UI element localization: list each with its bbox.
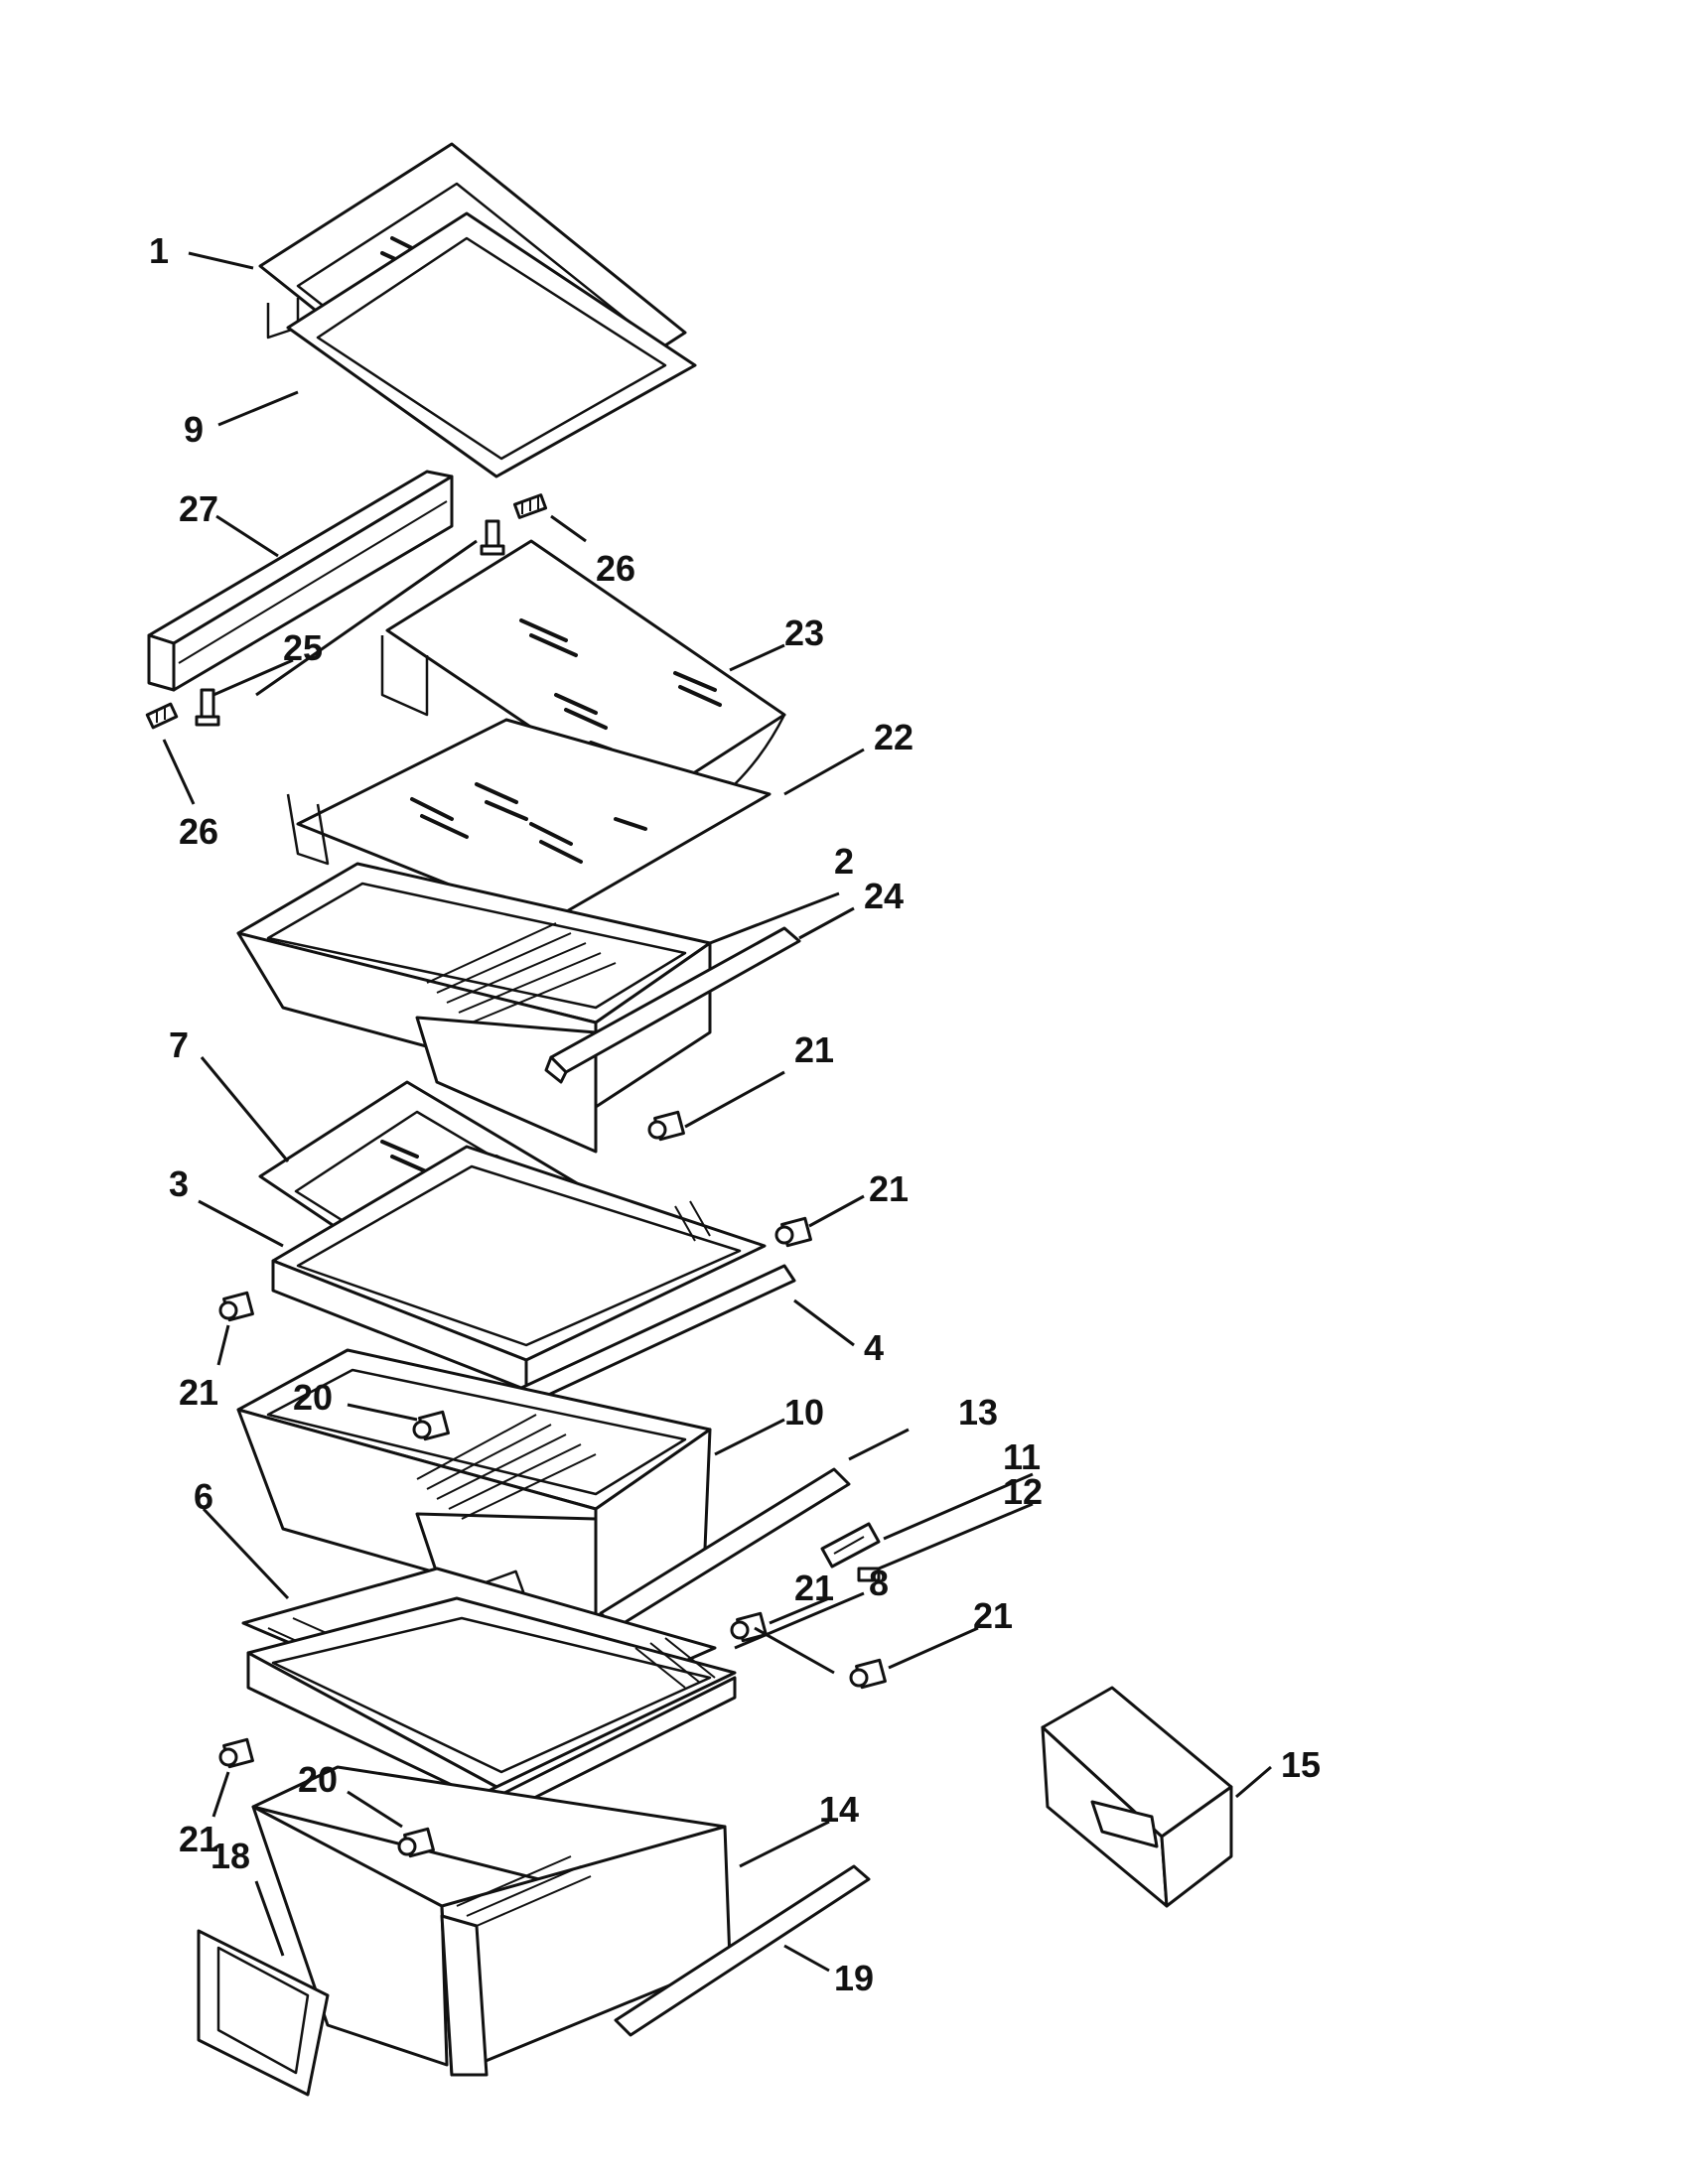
callout-26-upper: 26: [596, 548, 635, 589]
screw-25-upper: [480, 519, 505, 556]
callout-3: 3: [169, 1163, 189, 1204]
part-8-shelf-frame: [246, 1596, 737, 1829]
callout-14: 14: [819, 1789, 859, 1830]
screw-26-upper: [512, 493, 548, 519]
callout-20-b: 20: [298, 1759, 338, 1800]
callout-21-b: 21: [869, 1168, 909, 1209]
part-12-slider: [857, 1567, 881, 1582]
callout-21-a: 21: [794, 1029, 834, 1070]
callout-25: 25: [283, 627, 323, 668]
callout-7: 7: [169, 1024, 189, 1065]
part-15-door-bin: [1041, 1686, 1233, 1908]
callout-13: 13: [958, 1392, 998, 1433]
callout-27: 27: [179, 488, 218, 529]
callout-22: 22: [874, 717, 913, 757]
callout-9: 9: [184, 409, 204, 450]
callout-6: 6: [194, 1476, 213, 1517]
callout-21-d: 21: [794, 1568, 834, 1608]
callout-10: 10: [784, 1392, 824, 1433]
fastener-21-f: [218, 1737, 254, 1769]
callout-18: 18: [210, 1836, 250, 1876]
part-24-slide-rail: [544, 926, 801, 1084]
callout-21-e: 21: [973, 1595, 1013, 1636]
leader-lines: [162, 251, 1272, 1973]
part-18-label-plate: [197, 1929, 330, 2097]
fastener-21-e: [849, 1658, 887, 1690]
callout-24: 24: [864, 876, 904, 916]
callout-15: 15: [1281, 1744, 1321, 1785]
fastener-20-a: [412, 1410, 450, 1441]
callout-2: 2: [834, 841, 854, 882]
part-9-shelf-frame: [266, 211, 697, 478]
screw-26-lower: [145, 702, 179, 730]
fastener-20-b: [397, 1827, 435, 1858]
callout-4: 4: [864, 1327, 884, 1368]
callout-26-lower: 26: [179, 811, 218, 852]
callout-19: 19: [834, 1958, 874, 1998]
callout-23: 23: [784, 613, 824, 653]
part-23-glass-shelf: [380, 539, 786, 806]
part-14-bottom-drawer: [251, 1765, 732, 2077]
fastener-21-a: [647, 1110, 685, 1142]
part-11-humidity-control: [820, 1522, 881, 1569]
part-3-cover-frame: [271, 1145, 767, 1392]
callout-11: 11: [1003, 1436, 1041, 1477]
fastener-21-b: [774, 1216, 812, 1248]
callout-12: 12: [1003, 1471, 1043, 1512]
callout-20-a: 20: [293, 1377, 333, 1418]
fastener-21-d: [730, 1611, 768, 1643]
callout-21-f: 21: [179, 1819, 218, 1859]
callout-labels: 1 9 27 26 25 23 26 22 2 24 7 21 3 21 21 …: [149, 230, 1321, 1998]
part-19-slide-rail: [614, 1864, 871, 2037]
screw-25-lower: [195, 688, 220, 727]
callout-1: 1: [149, 230, 169, 271]
callout-21-c: 21: [179, 1372, 218, 1413]
part-27-shelf-rail: [147, 470, 454, 692]
callout-8: 8: [869, 1563, 889, 1603]
fastener-21-c: [218, 1291, 254, 1322]
